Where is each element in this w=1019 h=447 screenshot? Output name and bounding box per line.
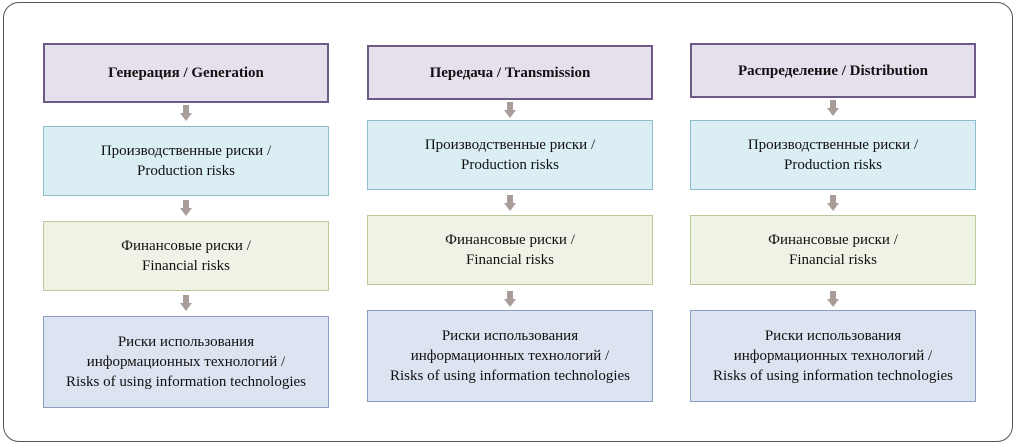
production-risks-box: Производственные риски / Production risk… [43,126,329,196]
header-box: Распределение / Distribution [690,43,976,98]
financial-risks-box: Финансовые риски / Financial risks [690,215,976,285]
financial-risks-label: Финансовые риски / Financial risks [121,238,251,274]
it-risks-label: Риски использования информационных техно… [713,328,953,384]
production-risks-label: Производственные риски / Production risk… [747,137,919,173]
it-risks-label: Риски использования информационных техно… [66,334,306,390]
down-arrow-icon [180,295,192,311]
financial-risks-label: Финансовые риски / Financial risks [768,232,898,268]
header-box: Передача / Transmission [367,45,653,100]
financial-risks-box: Финансовые риски / Financial risks [43,221,329,291]
production-risks-label: Производственные риски / Production risk… [424,137,596,173]
down-arrow-icon [504,291,516,307]
it-risks-box: Риски использования информационных техно… [690,310,976,402]
diagram-frame [3,2,1013,442]
header-label: Генерация / Generation [108,65,264,81]
it-risks-box: Риски использования информационных техно… [43,316,329,408]
down-arrow-icon [180,105,192,121]
financial-risks-label: Финансовые риски / Financial risks [445,232,575,268]
down-arrow-icon [827,291,839,307]
header-label: Передача / Transmission [429,64,591,81]
down-arrow-icon [504,195,516,211]
production-risks-label: Производственные риски / Production risk… [100,143,272,179]
header-label: Распределение / Distribution [737,62,929,79]
down-arrow-icon [504,102,516,118]
down-arrow-icon [827,100,839,116]
production-risks-box: Производственные риски / Production risk… [690,120,976,190]
header-box: Генерация / Generation [43,43,329,103]
down-arrow-icon [827,195,839,211]
it-risks-label: Риски использования информационных техно… [390,328,630,384]
production-risks-box: Производственные риски / Production risk… [367,120,653,190]
it-risks-box: Риски использования информационных техно… [367,310,653,402]
down-arrow-icon [180,200,192,216]
financial-risks-box: Финансовые риски / Financial risks [367,215,653,285]
